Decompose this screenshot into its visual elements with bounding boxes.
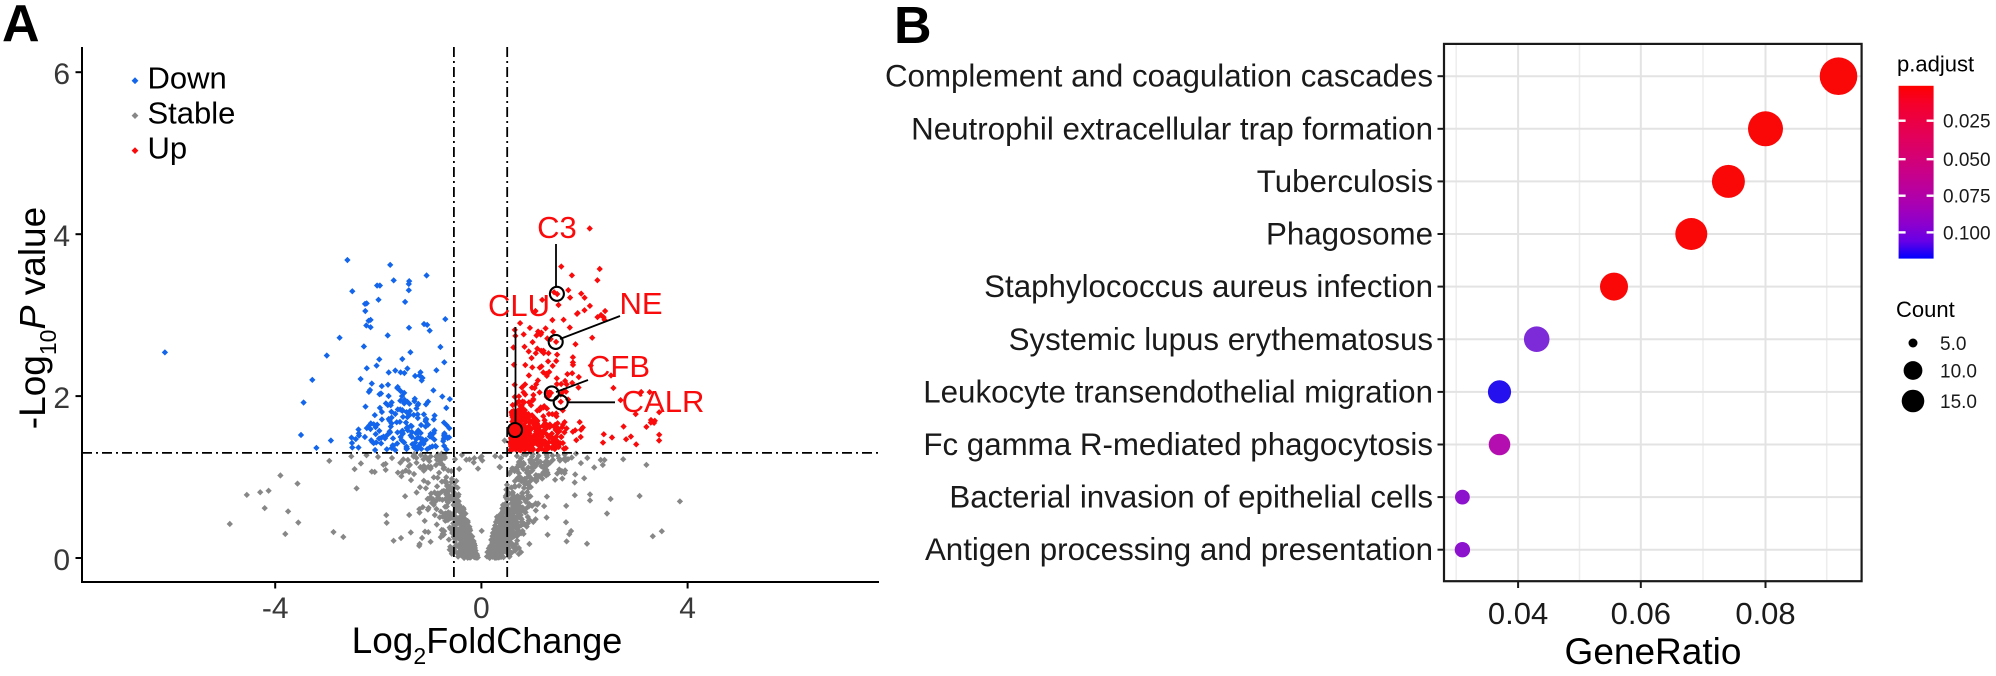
svg-text:0.025: 0.025: [1943, 112, 1991, 133]
svg-text:-Log10P value: -Log10P value: [12, 207, 61, 429]
svg-text:C3: C3: [537, 210, 577, 245]
svg-text:CLU: CLU: [488, 288, 550, 323]
svg-text:0.08: 0.08: [1735, 596, 1795, 631]
svg-text:2: 2: [53, 382, 70, 415]
svg-text:Up: Up: [148, 131, 188, 166]
svg-text:Phagosome: Phagosome: [1266, 217, 1433, 252]
svg-text:4: 4: [53, 220, 70, 253]
svg-text:0.075: 0.075: [1943, 187, 1991, 208]
svg-text:Antigen processing and present: Antigen processing and presentation: [925, 532, 1433, 567]
svg-text:0: 0: [53, 544, 70, 577]
svg-text:6: 6: [53, 58, 70, 91]
svg-text:Neutrophil extracellular trap: Neutrophil extracellular trap formation: [911, 111, 1433, 146]
svg-text:p.adjust: p.adjust: [1897, 52, 1974, 77]
svg-text:4: 4: [679, 592, 696, 625]
svg-text:Bacterial invasion of epitheli: Bacterial invasion of epithelial cells: [949, 480, 1433, 515]
svg-text:Leukocyte transendothelial mig: Leukocyte transendothelial migration: [923, 374, 1433, 409]
svg-text:Stable: Stable: [148, 96, 236, 131]
svg-text:Fc gamma R-mediated phagocytos: Fc gamma R-mediated phagocytosis: [923, 427, 1433, 462]
svg-text:Complement and coagulation cas: Complement and coagulation cascades: [885, 59, 1433, 94]
svg-text:0.050: 0.050: [1943, 150, 1991, 171]
svg-text:15.0: 15.0: [1940, 392, 1977, 413]
svg-text:0: 0: [473, 592, 490, 625]
svg-text:10.0: 10.0: [1940, 362, 1977, 383]
svg-text:A: A: [2, 0, 40, 53]
svg-text:5.0: 5.0: [1940, 334, 1966, 355]
svg-text:Systemic lupus erythematosus: Systemic lupus erythematosus: [1009, 322, 1433, 357]
svg-text:0.100: 0.100: [1943, 223, 1991, 244]
svg-text:Tuberculosis: Tuberculosis: [1257, 164, 1433, 199]
svg-text:GeneRatio: GeneRatio: [1565, 631, 1742, 671]
svg-text:Staphylococcus aureus infectio: Staphylococcus aureus infection: [984, 269, 1433, 304]
svg-text:0.04: 0.04: [1488, 596, 1548, 631]
svg-text:Log2FoldChange: Log2FoldChange: [352, 620, 623, 669]
svg-text:Down: Down: [148, 61, 227, 96]
svg-text:CALR: CALR: [622, 384, 705, 419]
svg-text:NE: NE: [619, 286, 662, 321]
svg-text:Count: Count: [1896, 297, 1955, 322]
svg-text:-4: -4: [262, 592, 289, 625]
svg-text:0.06: 0.06: [1611, 596, 1671, 631]
svg-text:B: B: [894, 0, 932, 55]
svg-text:CFB: CFB: [588, 349, 650, 384]
